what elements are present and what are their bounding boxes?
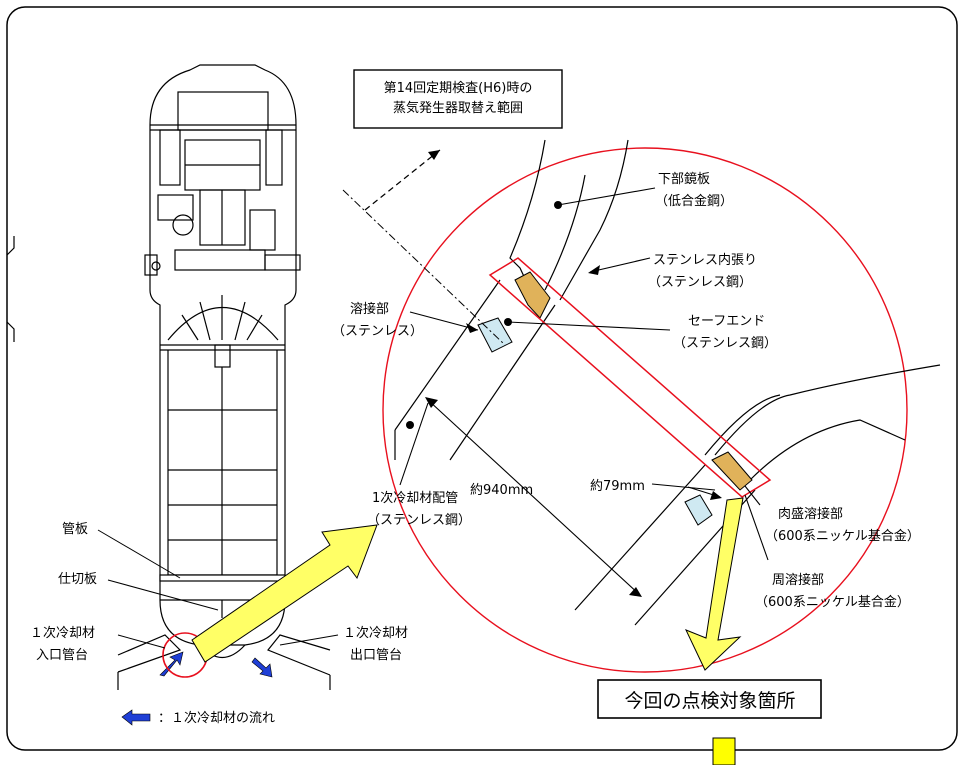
safe-end-label-2: （ステンレス鋼） (673, 336, 777, 351)
inlet-label-1: １次冷却材 (30, 625, 95, 641)
steam-generator-vessel (117, 64, 331, 690)
cladding-label-2: （ステンレス鋼） (648, 275, 752, 290)
inlet-leader (117, 634, 166, 649)
lower-stainless-weld (684, 494, 713, 526)
legend-flow-arrow-icon (121, 709, 151, 726)
partition-leader (107, 579, 219, 611)
dashed-arrow-line (364, 149, 441, 211)
dash-dot-line (342, 189, 506, 346)
dim-79-head (710, 491, 722, 500)
lower-head-label-2: （低合金鋼） (655, 193, 733, 209)
buttering-label-1: 肉盛溶接部 (778, 506, 843, 522)
inlet-label-2: 入口管台 (36, 648, 88, 663)
pipe-label-1: 1次冷却材配管 (372, 490, 458, 506)
target-location-label: 今回の点検対象箇所 (624, 690, 795, 712)
dim-940-head-b (629, 587, 642, 597)
flow-arrow-outlet (251, 657, 273, 678)
lower-head-dot (554, 201, 562, 209)
safe-end-label-1: セーフエンド (688, 314, 765, 329)
dim-940-line (427, 399, 641, 596)
tube-sheet-label: 管板 (62, 522, 88, 537)
dim-940-head-a (425, 397, 438, 408)
replacement-range-line1: 第14回定期検査(H6)時の (384, 81, 533, 96)
pipe-label-2: （ステンレス鋼） (367, 513, 471, 528)
dim-79-label: 約79mm (590, 479, 645, 494)
circ-weld-label-1: 周溶接部 (772, 572, 824, 588)
target-pointer-arrow (685, 497, 744, 671)
pipe-dot (406, 421, 414, 429)
weld-label-1: 溶接部 (350, 301, 389, 317)
partition-label: 仕切板 (58, 572, 97, 587)
replacement-range-line2: 蒸気発生器取替え範囲 (393, 100, 523, 116)
target-location-box (597, 679, 822, 719)
safe-end-dot (504, 318, 512, 326)
legend-label: ：１次冷却材の流れ (158, 710, 275, 726)
leader-lines (399, 187, 769, 561)
lower-head-label-1: 下部鏡板 (658, 172, 710, 187)
left-edge-bracket (6, 236, 15, 342)
dashed-arrow-head (428, 150, 440, 160)
outlet-leader (279, 634, 339, 646)
circ-weld-label-2: （600系ニッケル基合金） (755, 594, 910, 610)
inspection-region-box (488, 257, 772, 498)
yellow-zoom-arrow (191, 524, 378, 663)
weld-arrowhead (466, 323, 478, 333)
replacement-range-box (353, 69, 563, 129)
flow-arrow-inlet (159, 651, 184, 677)
cladding-arrowhead (588, 265, 600, 275)
outlet-label-2: 出口管台 (350, 648, 402, 663)
lower-buttering-weld (711, 451, 753, 491)
upper-buttering-weld (514, 271, 551, 319)
cladding-label-1: ステンレス内張り (653, 252, 757, 268)
dim-940-label: 約940mm (470, 483, 533, 498)
detail-red-circle (382, 147, 908, 673)
buttering-label-2: （600系ニッケル基合金） (765, 528, 920, 544)
tube-sheet-leader (97, 529, 181, 579)
weld-label-2: （ステンレス） (332, 324, 423, 339)
yellow-marker (712, 737, 736, 765)
outlet-label-1: １次冷却材 (343, 625, 408, 641)
